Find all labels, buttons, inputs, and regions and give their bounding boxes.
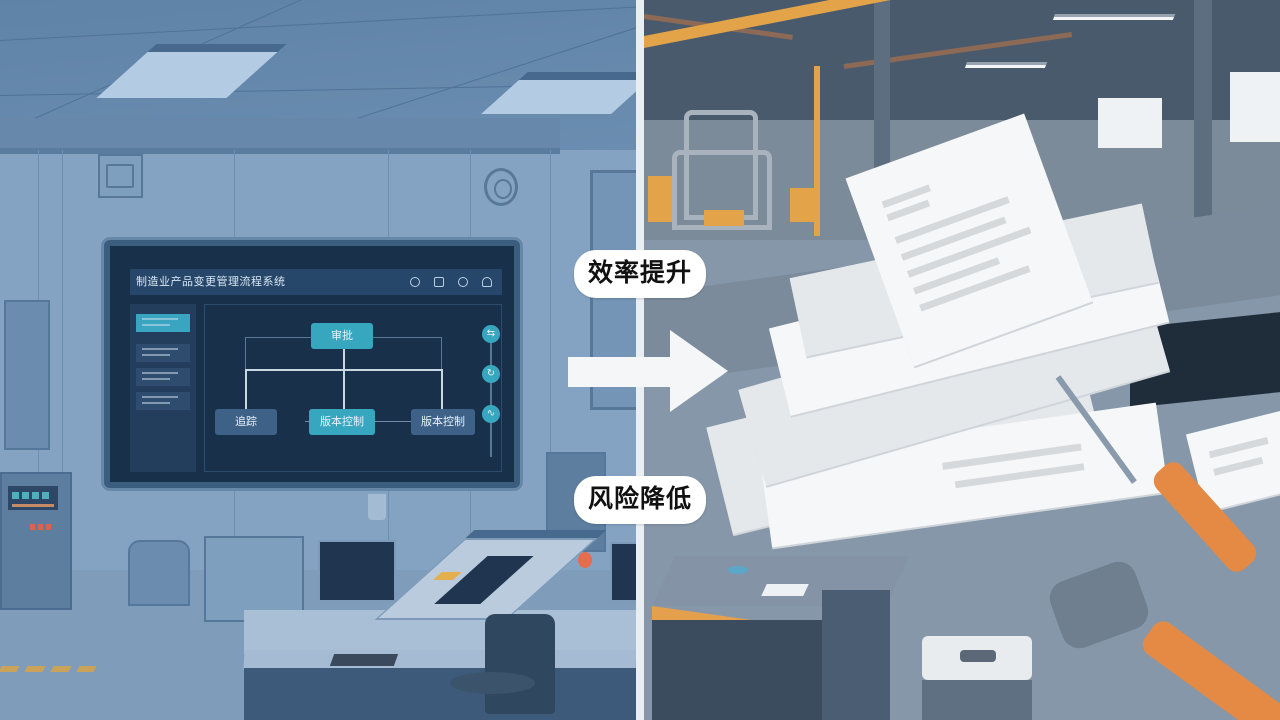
- status-led: [32, 492, 39, 499]
- wall-terminal: [204, 536, 304, 622]
- flow-node-tracking[interactable]: 追踪: [215, 409, 277, 435]
- label-risk-reduced: 风险降低: [574, 476, 707, 524]
- bin-side: [822, 590, 890, 720]
- monitor-mount: [368, 494, 386, 520]
- ceiling-edge: [0, 118, 560, 154]
- settings-icon[interactable]: [458, 277, 468, 287]
- timeline-step-icon[interactable]: ∿: [482, 405, 500, 423]
- sidebar-item-active[interactable]: [136, 314, 190, 332]
- sync-icon[interactable]: [434, 277, 444, 287]
- desk-body: [244, 668, 636, 720]
- chair-back: [485, 614, 555, 714]
- machine-unit: [128, 540, 190, 606]
- wall-seam: [550, 150, 551, 570]
- dashboard-widget: [432, 572, 462, 580]
- flow-node-approval[interactable]: 审批: [311, 323, 373, 349]
- monitor-flowchart-area: 审批 追踪 版本控制 版本控制 ⇆ ↻ ∿: [204, 304, 502, 472]
- connector: [245, 369, 247, 409]
- desk-monitor-code: [318, 540, 396, 602]
- small-box: [922, 636, 1032, 720]
- bin-indicator: [728, 566, 748, 574]
- right-panel-paper-factory: [644, 0, 1280, 720]
- monitor-sidebar: [130, 304, 196, 472]
- connector: [245, 337, 246, 369]
- status-bar: [12, 504, 54, 507]
- paper-text-line: [1213, 456, 1264, 476]
- status-led: [12, 492, 19, 499]
- orange-crate: [704, 210, 744, 226]
- flow-node-version-control-2[interactable]: 版本控制: [411, 409, 475, 435]
- factory-light: [1052, 14, 1176, 20]
- orange-crate: [790, 188, 820, 222]
- keyboard: [329, 654, 399, 666]
- factory-window: [1098, 98, 1162, 148]
- shield-icon[interactable]: [410, 277, 420, 287]
- alert-button: [578, 552, 592, 568]
- cabinet-screen: [8, 486, 58, 510]
- sidebar-item[interactable]: [136, 368, 190, 386]
- timeline-line: [490, 327, 492, 457]
- steel-column: [1194, 0, 1212, 230]
- bin-label: [761, 584, 809, 596]
- wall-pipe-equipment: [4, 300, 50, 450]
- connector: [343, 349, 345, 409]
- monitor-header-icons: [410, 269, 492, 295]
- sidebar-item[interactable]: [136, 392, 190, 410]
- paper-text-line: [1208, 436, 1269, 459]
- wall-seam: [62, 150, 63, 570]
- paper-text-line: [954, 463, 1085, 489]
- timeline-step-icon[interactable]: ⇆: [482, 325, 500, 343]
- factory-window: [1230, 72, 1280, 142]
- alarm-led: [46, 524, 51, 530]
- factory-machine: [672, 150, 772, 230]
- alarm-led: [30, 524, 35, 530]
- label-efficiency-improved: 效率提升: [574, 250, 707, 298]
- document-bin: [652, 556, 910, 720]
- box-slot: [960, 650, 996, 662]
- user-icon[interactable]: [482, 277, 492, 287]
- connector: [441, 369, 443, 409]
- timeline-step-icon[interactable]: ↻: [482, 365, 500, 383]
- box-front: [922, 680, 1032, 720]
- connector: [441, 337, 442, 369]
- box-top: [922, 636, 1032, 680]
- wall-sign-icon: [98, 154, 143, 198]
- control-cabinet: [0, 472, 72, 610]
- flow-node-version-control[interactable]: 版本控制: [309, 409, 375, 435]
- monitor-title: 制造业产品变更管理流程系统: [136, 275, 286, 288]
- chair-seat: [450, 672, 535, 694]
- desk-monitor-side: [610, 542, 636, 602]
- orange-crate: [648, 176, 672, 222]
- bin-front: [652, 620, 822, 720]
- sidebar-item[interactable]: [136, 344, 190, 362]
- status-led: [22, 492, 29, 499]
- wall-target-icon: [484, 168, 518, 206]
- dashboard-panel: [434, 556, 534, 604]
- wall-monitor: 制造业产品变更管理流程系统 审批 追踪: [104, 240, 520, 488]
- right-arrow-icon: [568, 330, 728, 412]
- hazard-stripe: [0, 666, 97, 672]
- monitor-title-bar: 制造业产品变更管理流程系统: [130, 269, 502, 295]
- connector: [305, 421, 445, 422]
- crane-post: [814, 66, 820, 236]
- status-led: [42, 492, 49, 499]
- factory-light: [964, 62, 1048, 68]
- desk-surface: [243, 650, 636, 670]
- left-panel-digital-control-room: 制造业产品变更管理流程系统 审批 追踪: [0, 0, 636, 720]
- arrow-head: [670, 330, 728, 412]
- arrow-shaft: [568, 357, 674, 387]
- alarm-led: [38, 524, 43, 530]
